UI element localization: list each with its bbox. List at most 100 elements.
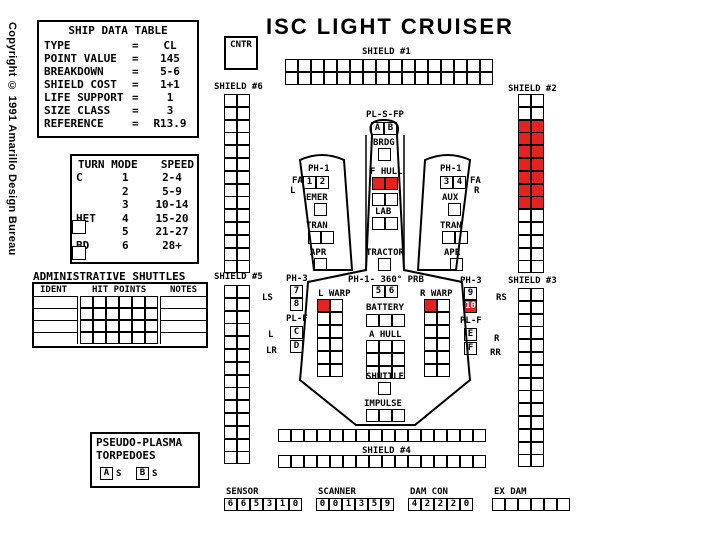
a-hull-box[interactable] [392,353,405,366]
scanner-box[interactable]: 5 [368,498,381,511]
shield-1-box[interactable] [298,72,311,85]
shield-4-box[interactable] [343,455,356,468]
shield-3-box[interactable] [531,441,544,455]
pl-s-box-b[interactable]: B [384,122,397,135]
shield-4-box[interactable] [460,429,473,442]
shield-4-box[interactable] [447,429,460,442]
l-warp-box[interactable] [317,299,330,312]
shield-4-box[interactable] [421,429,434,442]
scanner-box[interactable]: 0 [329,498,342,511]
r-warp-box[interactable] [424,325,437,338]
shield-1-box[interactable] [402,72,415,85]
shield-4-box[interactable] [317,455,330,468]
shield-3-box[interactable] [531,390,544,404]
shield-4-box[interactable] [395,455,408,468]
shield-3-box[interactable] [531,454,544,468]
shield-4-box[interactable] [460,455,473,468]
shield-1-box[interactable] [441,72,454,85]
hull-box[interactable] [372,193,385,206]
shield-5-box[interactable] [237,336,250,350]
shuttle-hp-box[interactable] [93,308,106,320]
shield-5-box[interactable] [237,349,250,362]
scanner-box[interactable]: 9 [381,498,394,511]
shield-1-box[interactable] [285,59,298,72]
l-warp-box[interactable] [317,312,330,325]
shield-2-box[interactable] [531,94,544,107]
shield-2-box[interactable] [531,222,544,235]
emer-box[interactable] [314,203,327,216]
shield-5-box[interactable] [224,413,237,426]
shield-1-box[interactable] [467,72,480,85]
shield-4-box[interactable] [291,455,304,468]
a-hull-box[interactable] [392,340,405,353]
shield-2-box[interactable] [518,94,531,107]
shield-4-box[interactable] [408,429,421,442]
shuttle-hp-box[interactable] [80,332,93,344]
shield-1-box[interactable] [428,72,441,85]
shield-3-box[interactable] [518,364,531,378]
shield-2-box[interactable] [531,209,544,223]
l-warp-box[interactable] [317,325,330,338]
shield-2-box[interactable] [518,196,531,210]
battery-box[interactable] [392,314,405,327]
shield-2-box[interactable] [531,196,544,210]
shield-5-box[interactable] [237,451,250,465]
shuttle-hp-box[interactable] [80,308,93,320]
ph1-360-box-5[interactable]: 5 [372,285,385,298]
shield-4-box[interactable] [395,429,408,442]
shield-2-box[interactable] [531,234,544,248]
shield-2-box[interactable] [518,209,531,223]
shield-4-box[interactable] [434,429,447,442]
shield-6-box[interactable] [224,170,237,184]
shield-2-box[interactable] [518,260,531,274]
shield-6-box[interactable] [237,222,250,235]
shield-6-box[interactable] [224,94,237,107]
shield-6-box[interactable] [224,260,237,274]
shield-1-box[interactable] [428,59,441,72]
l-warp-box[interactable] [330,325,343,338]
shield-4-box[interactable] [421,455,434,468]
shield-2-box[interactable] [531,158,544,171]
shield-1-box[interactable] [285,72,298,85]
shield-6-box[interactable] [237,145,250,159]
shield-5-box[interactable] [237,361,250,375]
shield-5-box[interactable] [237,323,250,337]
shield-1-box[interactable] [298,59,311,72]
shield-3-box[interactable] [518,300,531,314]
l-warp-box[interactable] [317,351,330,364]
damcon-box[interactable]: 2 [434,498,447,511]
shuttle-hp-box[interactable] [119,332,132,344]
aux-box[interactable] [448,203,461,216]
plf-box-c[interactable]: C [290,326,303,339]
shield-1-box[interactable] [376,59,389,72]
r-warp-box[interactable] [424,299,437,312]
shield-1-box[interactable] [337,59,350,72]
l-warp-box[interactable] [317,338,330,351]
shield-5-box[interactable] [237,310,250,324]
sensor-box[interactable]: 5 [250,498,263,511]
shield-6-box[interactable] [224,234,237,248]
shuttle-ident-cell[interactable] [34,296,78,308]
shield-6-box[interactable] [237,260,250,274]
shuttle-hp-box[interactable] [119,320,132,332]
shuttle-box[interactable] [378,382,391,395]
lab-box[interactable] [385,217,398,230]
shield-6-box[interactable] [237,119,250,133]
sensor-box[interactable]: 6 [224,498,237,511]
shuttle-ident-cell[interactable] [34,332,78,344]
shield-6-box[interactable] [224,106,237,120]
shield-2-box[interactable] [531,132,544,146]
shield-1-box[interactable] [350,72,363,85]
shield-4-box[interactable] [356,455,369,468]
scanner-box[interactable]: 0 [316,498,329,511]
shield-2-box[interactable] [518,145,531,159]
ph1-box-4[interactable]: 4 [453,176,466,189]
shield-4-box[interactable] [278,455,291,468]
lab-box[interactable] [372,217,385,230]
sensor-box[interactable]: 6 [237,498,250,511]
shield-4-box[interactable] [447,455,460,468]
r-warp-box[interactable] [424,364,437,377]
shield-1-box[interactable] [441,59,454,72]
shield-4-box[interactable] [278,429,291,442]
impulse-box[interactable] [366,409,379,422]
